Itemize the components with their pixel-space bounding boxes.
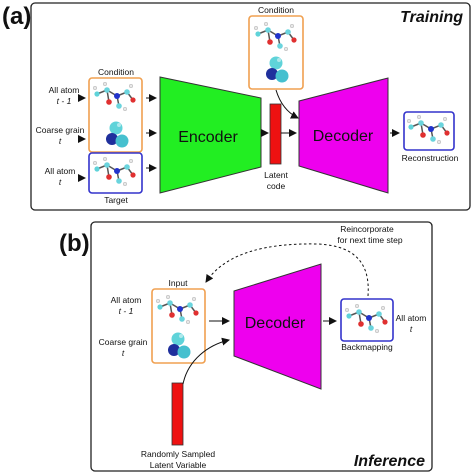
condition-label: Condition [98, 67, 134, 77]
output-label-line2: t [410, 324, 413, 334]
input-label-1-line1: All atom [49, 85, 80, 95]
arrow-latent-decoder-b [182, 337, 230, 385]
backmapping-label: Backmapping [341, 342, 393, 352]
target-label: Target [104, 195, 128, 205]
reincorporate-label-line2: for next time step [337, 235, 402, 245]
random-latent-label-line1: Randomly Sampled [141, 449, 215, 459]
input-b-label-2-line1: Coarse grain [99, 337, 148, 347]
decoder-label: Decoder [313, 128, 374, 145]
top-condition-label: Condition [258, 5, 294, 15]
reconstruction-label: Reconstruction [402, 153, 459, 163]
panel-a: (a) Training All atom t - 1 Coarse grain… [2, 2, 471, 211]
input-label-3-line2: t [59, 177, 62, 187]
random-latent-bar [171, 382, 184, 446]
arrow-condition-decoder [275, 89, 299, 119]
input-b-label-2-line2: t [122, 348, 125, 358]
input-label-3-line1: All atom [45, 166, 76, 176]
output-label-line1: All atom [396, 313, 427, 323]
input-b-label-1-line1: All atom [111, 295, 142, 305]
input-b-label-1-line2: t - 1 [119, 306, 134, 316]
latent-label-line1: Latent [264, 170, 288, 180]
reincorporate-arrow [205, 243, 369, 297]
latent-label-line2: code [267, 181, 286, 191]
decoder-block [298, 77, 389, 194]
input-label-2-line1: Coarse grain [36, 125, 85, 135]
panel-b-mode: Inference [354, 453, 425, 470]
panel-b: (b) Inference Reincorporate for next tim… [59, 221, 433, 472]
condition-box [88, 77, 143, 153]
panel-b-letter: (b) [59, 230, 90, 257]
encoder-block [159, 76, 262, 194]
reincorporate-label-line1: Reincorporate [340, 224, 394, 234]
input-box-label: Input [169, 278, 189, 288]
input-label-2-line2: t [59, 136, 62, 146]
input-label-1-line2: t - 1 [57, 96, 72, 106]
decoder-label-b: Decoder [245, 315, 306, 332]
decoder-block-b [233, 263, 322, 390]
panel-a-mode: Training [400, 9, 463, 26]
encoder-label: Encoder [178, 129, 238, 146]
panel-a-letter: (a) [2, 3, 31, 30]
latent-code-bar [269, 103, 282, 165]
random-latent-label-line2: Latent Variable [150, 460, 207, 470]
